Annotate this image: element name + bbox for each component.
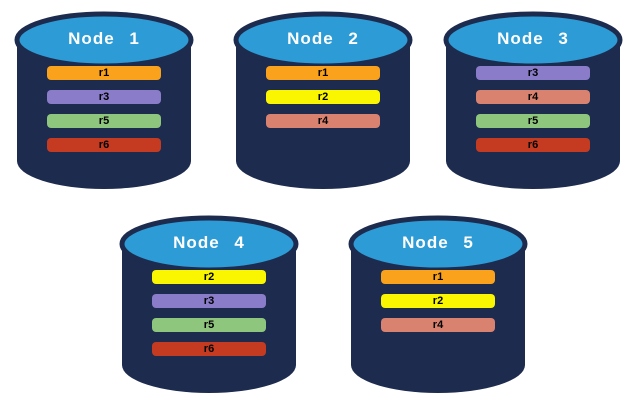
db-node-5: Node 5 r1 r2 r4 <box>345 212 531 395</box>
replica-bar-r3: r3 <box>152 294 266 308</box>
replica-bar-r5: r5 <box>47 114 161 128</box>
replica-bar-r5: r5 <box>476 114 590 128</box>
database-cylinder-icon <box>348 215 528 393</box>
node-title: Node 3 <box>497 29 569 48</box>
replica-bar-r4: r4 <box>476 90 590 104</box>
replica-bar-r2: r2 <box>266 90 380 104</box>
replica-bar-r3: r3 <box>476 66 590 80</box>
replica-list: r3 r4 r5 r6 <box>476 66 590 162</box>
replica-bar-r4: r4 <box>381 318 495 332</box>
replica-bar-r1: r1 <box>47 66 161 80</box>
db-node-3: Node 3 r3 r4 r5 r6 <box>440 8 626 191</box>
node-title: Node 2 <box>287 29 359 48</box>
db-node-4: Node 4 r2 r3 r5 r6 <box>116 212 302 395</box>
replica-bar-r4: r4 <box>266 114 380 128</box>
replica-bar-r6: r6 <box>47 138 161 152</box>
replica-bar-r6: r6 <box>152 342 266 356</box>
node-title: Node 4 <box>173 233 245 252</box>
replica-bar-r6: r6 <box>476 138 590 152</box>
replica-bar-r1: r1 <box>266 66 380 80</box>
node-title: Node 5 <box>402 233 474 252</box>
replica-bar-r2: r2 <box>381 294 495 308</box>
database-cylinder-icon <box>233 11 413 189</box>
replica-bar-r2: r2 <box>152 270 266 284</box>
db-node-1: Node 1 r1 r3 r5 r6 <box>11 8 197 191</box>
db-node-2: Node 2 r1 r2 r4 <box>230 8 416 191</box>
replica-list: r2 r3 r5 r6 <box>152 270 266 366</box>
replica-bar-r5: r5 <box>152 318 266 332</box>
node-title: Node 1 <box>68 29 140 48</box>
replica-list: r1 r3 r5 r6 <box>47 66 161 162</box>
replica-list: r1 r2 r4 <box>266 66 380 138</box>
replica-bar-r1: r1 <box>381 270 495 284</box>
replica-list: r1 r2 r4 <box>381 270 495 342</box>
replica-bar-r3: r3 <box>47 90 161 104</box>
